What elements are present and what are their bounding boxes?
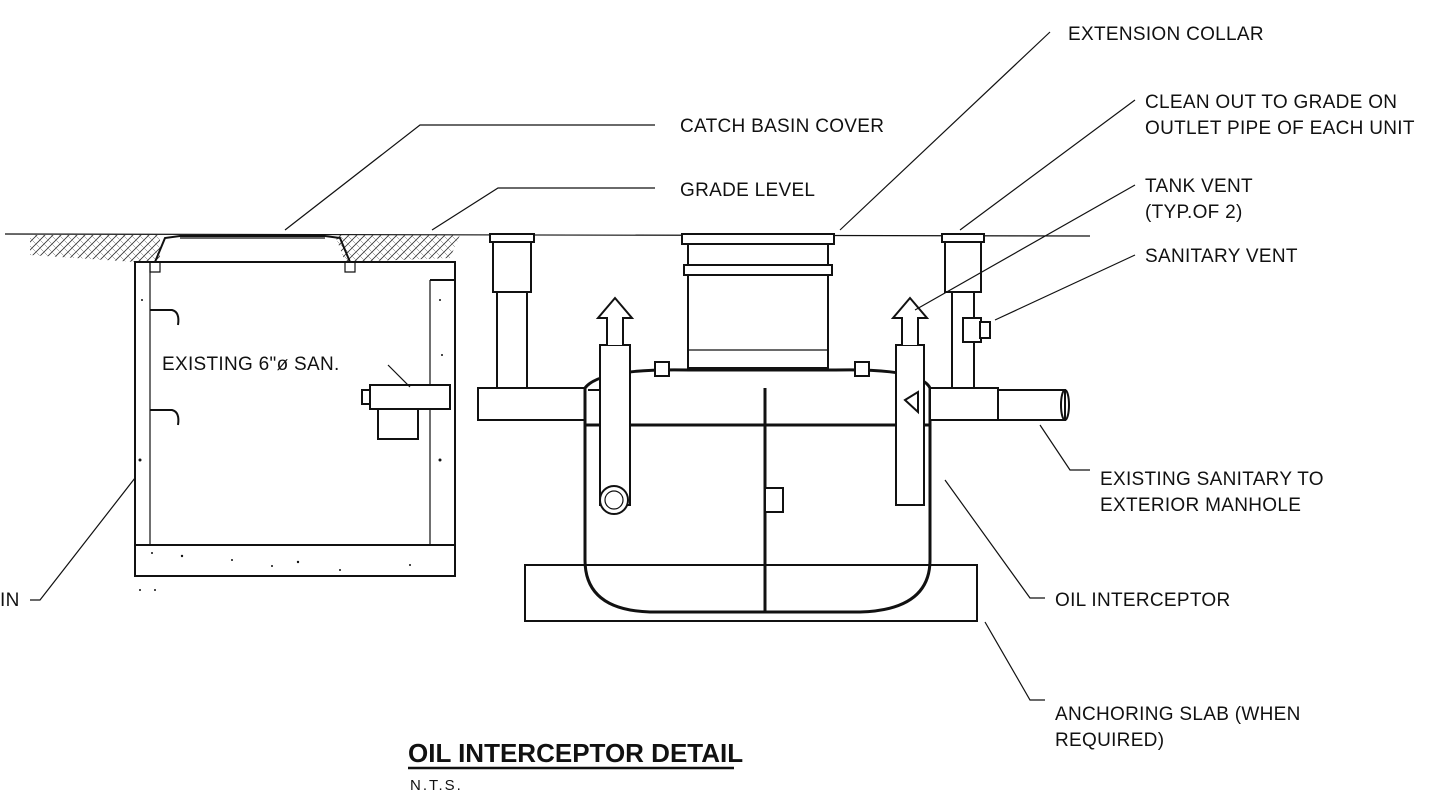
label-anchoring-slab-1: ANCHORING SLAB (WHEN [1055, 704, 1301, 725]
label-sanitary-vent: SANITARY VENT [1145, 246, 1298, 267]
right-clean-out [941, 233, 991, 389]
extension-collar [681, 233, 835, 369]
label-tank-vent-1: TANK VENT [1145, 176, 1253, 197]
vent-arrows [595, 296, 930, 345]
label-anchoring-slab-2: REQUIRED) [1055, 730, 1164, 751]
label-existing-sanitary-2: EXTERIOR MANHOLE [1100, 495, 1301, 516]
grade-line [4, 233, 1091, 237]
leader-lines [30, 31, 1136, 701]
label-tank-vent-2: (TYP.OF 2) [1145, 202, 1243, 223]
left-clean-out [489, 233, 535, 389]
label-existing-san: EXISTING 6"ø SAN. [162, 354, 340, 375]
label-clean-out-2: OUTLET PIPE OF EACH UNIT [1145, 118, 1415, 139]
inlet-pipe [477, 387, 589, 421]
label-extension-collar: EXTENSION COLLAR [1068, 24, 1264, 45]
label-oil-interceptor: OIL INTERCEPTOR [1055, 590, 1231, 611]
outlet-pipe [929, 387, 1070, 421]
label-grade-level: GRADE LEVEL [680, 180, 815, 201]
label-existing-sanitary-1: EXISTING SANITARY TO [1100, 469, 1324, 490]
drawing-subtitle: N.T.S. [410, 777, 463, 792]
label-catch-basin-partial: IN [0, 590, 20, 611]
catch-basin [134, 235, 456, 591]
drawing-title: OIL INTERCEPTOR DETAIL [408, 738, 743, 768]
soil-hatch [30, 235, 460, 262]
label-clean-out-1: CLEAN OUT TO GRADE ON [1145, 92, 1397, 113]
oil-interceptor-tank [583, 344, 932, 614]
label-catch-basin-cover: CATCH BASIN COVER [680, 116, 884, 137]
